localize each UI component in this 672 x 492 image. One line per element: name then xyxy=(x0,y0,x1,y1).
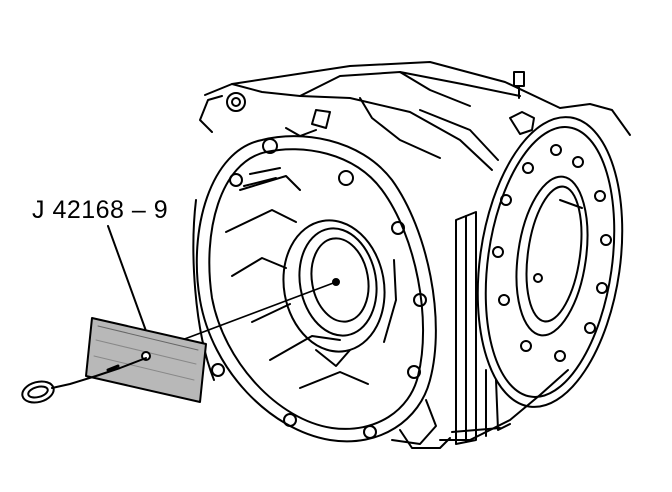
transmission-case xyxy=(199,61,631,449)
center-bore xyxy=(282,219,386,353)
bell-housing-flange xyxy=(192,127,437,445)
interior-ribs xyxy=(225,167,397,389)
tool-lanyard xyxy=(51,357,147,389)
callout-leader-line xyxy=(107,225,151,343)
tool-pull-ring xyxy=(21,380,55,404)
rear-flange xyxy=(476,116,624,408)
tool-callout-label: J 42168 – 9 xyxy=(32,196,169,224)
gauge-tool xyxy=(21,317,207,404)
